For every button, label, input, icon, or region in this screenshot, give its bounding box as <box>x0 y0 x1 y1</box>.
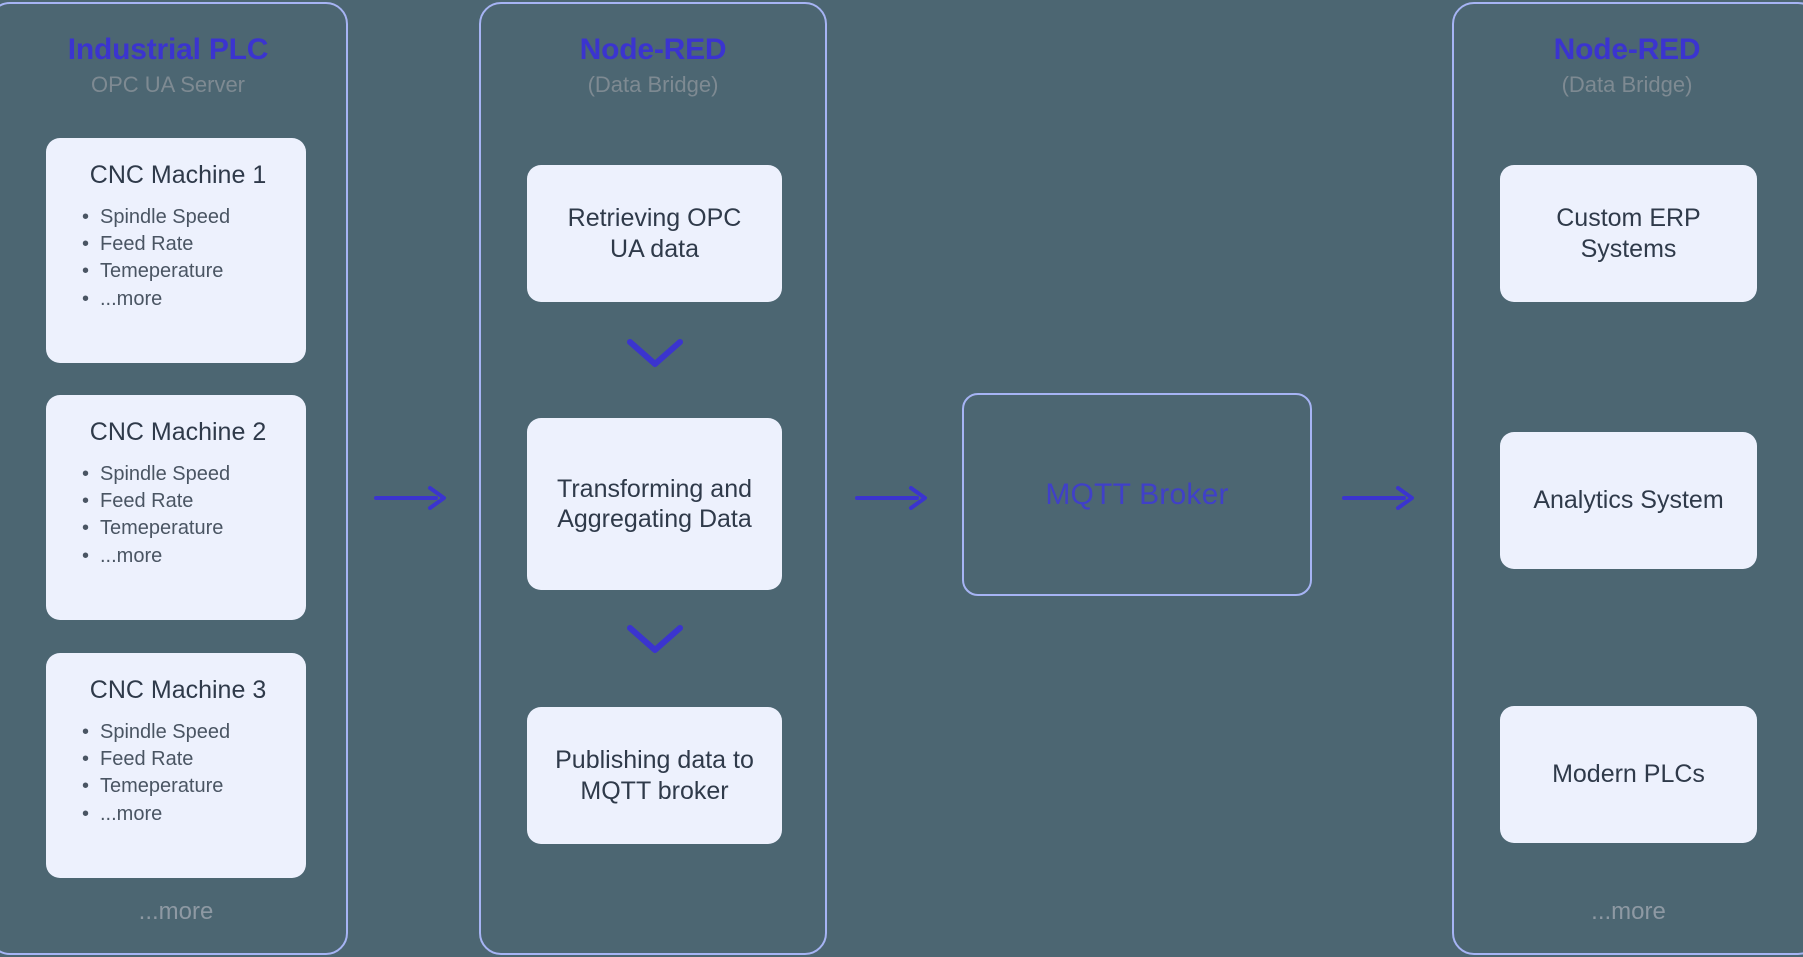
panel-node-red-bridge-in: Node-RED (Data Bridge) <box>479 2 827 955</box>
list-item: • ...more <box>80 802 284 827</box>
cnc-machine-2-spec-list: •Spindle Speed •Feed Rate •Temeperature … <box>72 462 284 572</box>
list-item: • Temeperature <box>80 774 284 799</box>
list-item: • Feed Rate <box>80 489 284 514</box>
panel-subtitle-node-red-in: (Data Bridge) <box>587 72 719 98</box>
chevron-down-step-1-to-2 <box>624 334 686 372</box>
card-step-transforming-aggregating[interactable]: Transforming and Aggregating Data <box>527 418 782 590</box>
bullet-icon: • <box>82 517 90 540</box>
card-step-retrieving-opcua[interactable]: Retrieving OPC UA data <box>527 165 782 302</box>
step-3-label: Publishing data to MQTT broker <box>555 746 754 805</box>
spec-label: Feed Rate <box>100 489 194 512</box>
bullet-icon: • <box>82 775 90 798</box>
panel-title-node-red-out: Node-RED <box>1553 33 1701 66</box>
spec-label: Temeperature <box>100 775 224 798</box>
spec-label: ...more <box>100 287 163 310</box>
bullet-icon: • <box>82 260 90 283</box>
consumer-2-label: Analytics System <box>1533 486 1724 515</box>
card-modern-plcs[interactable]: Modern PLCs <box>1500 706 1757 843</box>
mqtt-broker-label: MQTT Broker <box>1045 477 1229 511</box>
arrow-right-icon <box>855 486 927 510</box>
arrow-bridge-to-broker <box>855 482 933 514</box>
cnc-machine-3-spec-list: •Spindle Speed •Feed Rate •Temeperature … <box>72 720 284 830</box>
list-item: • Spindle Speed <box>80 462 284 487</box>
panel-node-red-bridge-out: Node-RED (Data Bridge) <box>1452 2 1803 955</box>
consumers-more-label: ...more <box>1591 898 1666 925</box>
step-2-label: Transforming and Aggregating Data <box>557 474 752 534</box>
bullet-icon: • <box>82 802 90 825</box>
chevron-down-icon <box>627 625 683 653</box>
mqtt-broker-box[interactable]: MQTT Broker <box>962 393 1312 596</box>
arrow-right-icon <box>374 486 446 510</box>
card-cnc-machine-2[interactable]: CNC Machine 2 •Spindle Speed •Feed Rate … <box>46 395 306 620</box>
bullet-icon: • <box>82 462 90 485</box>
list-item: • ...more <box>80 287 284 312</box>
spec-label: Temeperature <box>100 260 224 283</box>
card-analytics-system[interactable]: Analytics System <box>1500 432 1757 569</box>
spec-label: Spindle Speed <box>100 205 231 228</box>
chevron-down-step-2-to-3 <box>624 620 686 658</box>
spec-label: Feed Rate <box>100 747 194 770</box>
spec-label: Spindle Speed <box>100 462 231 485</box>
panel-header-node-red-in: Node-RED (Data Bridge) <box>481 4 825 99</box>
list-item: • Spindle Speed <box>80 720 284 745</box>
list-item: • ...more <box>80 544 284 569</box>
arrow-right-icon <box>1342 486 1414 510</box>
spec-label: Feed Rate <box>100 232 194 255</box>
list-item: • Feed Rate <box>80 747 284 772</box>
arrow-broker-to-consumers <box>1342 482 1420 514</box>
panel-industrial-plc: Industrial PLC OPC UA Server <box>0 2 348 955</box>
card-cnc-machine-3[interactable]: CNC Machine 3 •Spindle Speed •Feed Rate … <box>46 653 306 878</box>
spec-label: ...more <box>100 802 163 825</box>
panel-title-node-red-in: Node-RED <box>579 33 727 66</box>
card-step-publishing-mqtt[interactable]: Publishing data to MQTT broker <box>527 707 782 844</box>
panel-subtitle-node-red-out: (Data Bridge) <box>1561 72 1693 98</box>
consumer-3-label: Modern PLCs <box>1552 760 1705 789</box>
cnc-machine-2-title: CNC Machine 2 <box>89 418 267 446</box>
plc-more-label: ...more <box>138 898 214 925</box>
step-1-label: Retrieving OPC UA data <box>567 204 742 263</box>
panel-title-industrial-plc: Industrial PLC <box>67 33 269 66</box>
bullet-icon: • <box>82 205 90 228</box>
consumer-1-label: Custom ERP Systems <box>1556 204 1701 263</box>
spec-label: Temeperature <box>100 517 224 540</box>
bullet-icon: • <box>82 544 90 567</box>
panel-header-node-red-out: Node-RED (Data Bridge) <box>1454 4 1803 99</box>
list-item: • Temeperature <box>80 259 284 284</box>
bullet-icon: • <box>82 232 90 255</box>
spec-label: ...more <box>100 544 163 567</box>
bullet-icon: • <box>82 287 90 310</box>
arrow-plc-to-bridge <box>374 482 452 514</box>
list-item: • Temeperature <box>80 516 284 541</box>
card-custom-erp-systems[interactable]: Custom ERP Systems <box>1500 165 1757 302</box>
spec-label: Spindle Speed <box>100 720 231 743</box>
card-cnc-machine-1[interactable]: CNC Machine 1 •Spindle Speed •Feed Rate … <box>46 138 306 363</box>
list-item: • Spindle Speed <box>80 205 284 230</box>
list-item: • Feed Rate <box>80 232 284 257</box>
cnc-machine-3-title: CNC Machine 3 <box>89 676 267 704</box>
cnc-machine-1-spec-list: •Spindle Speed •Feed Rate •Temeperature … <box>72 205 284 315</box>
chevron-down-icon <box>627 339 683 367</box>
bullet-icon: • <box>82 720 90 743</box>
bullet-icon: • <box>82 489 90 512</box>
bullet-icon: • <box>82 747 90 770</box>
cnc-machine-1-title: CNC Machine 1 <box>89 161 267 189</box>
panel-header-industrial-plc: Industrial PLC OPC UA Server <box>0 4 346 99</box>
panel-subtitle-industrial-plc: OPC UA Server <box>90 72 246 98</box>
